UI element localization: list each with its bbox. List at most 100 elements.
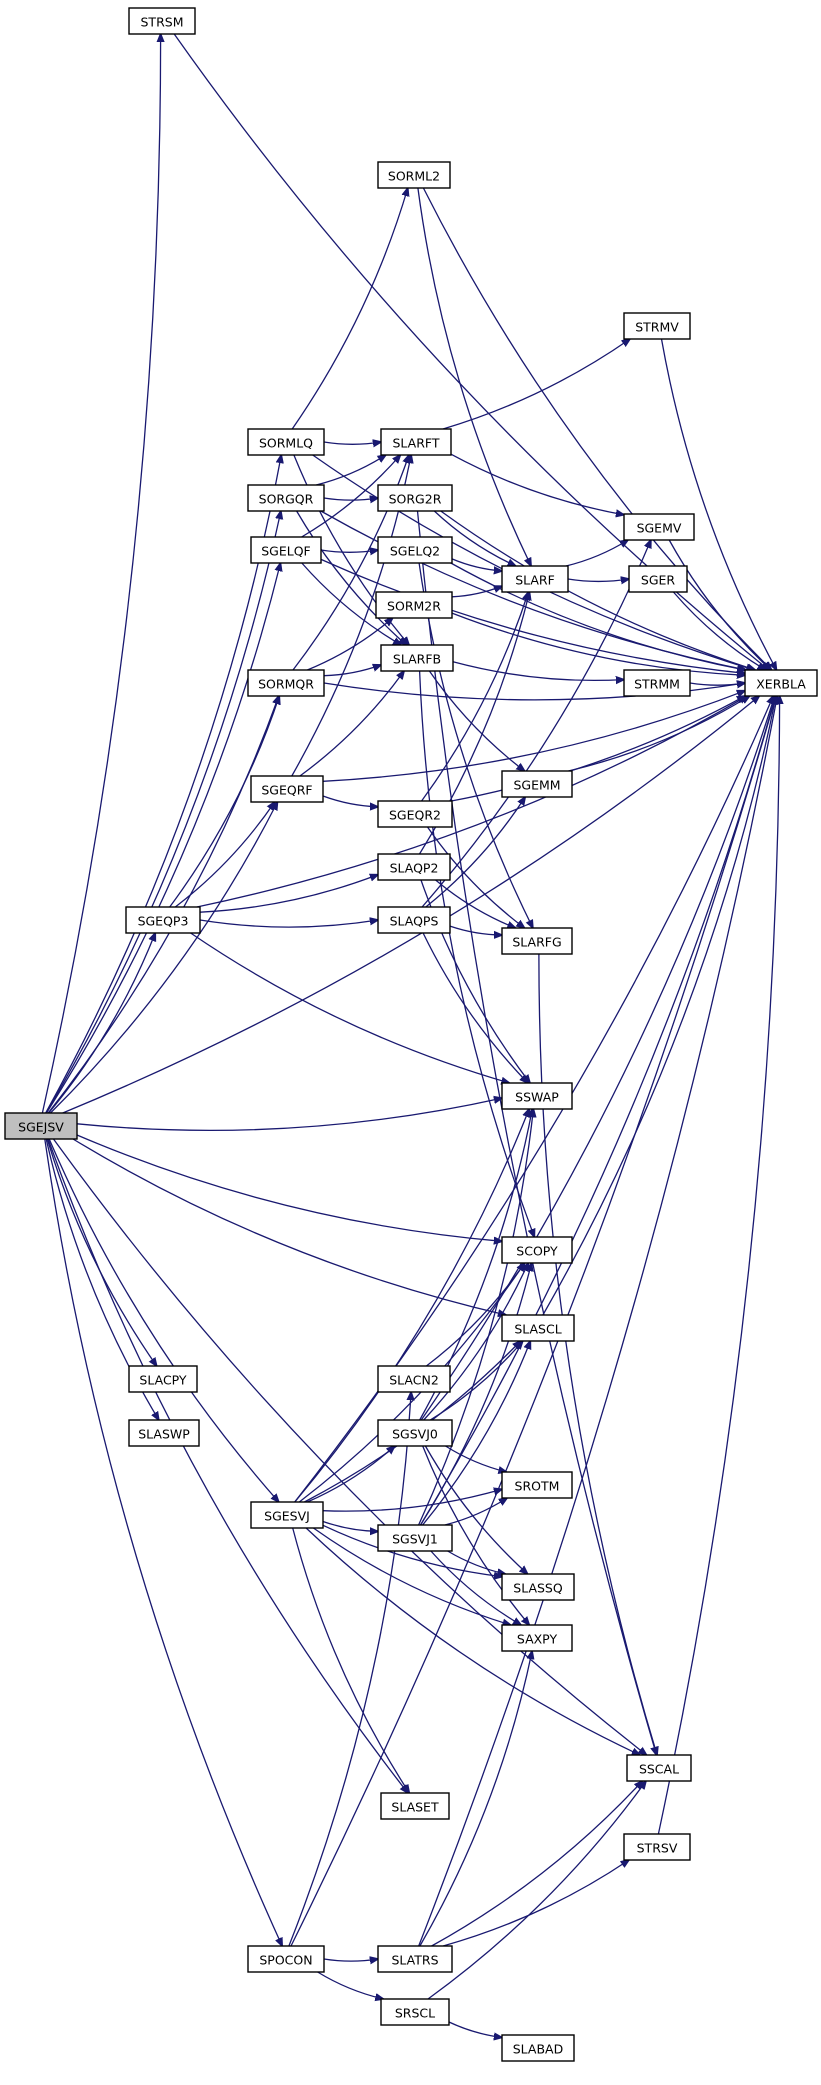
node-strmm[interactable]: STRMM bbox=[623, 669, 691, 697]
node-sscal-label: SSCAL bbox=[639, 1762, 679, 1777]
edge-slaqps-to-slarfg bbox=[449, 925, 502, 935]
node-sgelqf[interactable]: SGELQF bbox=[250, 536, 322, 564]
node-sormqr[interactable]: SORMQR bbox=[247, 669, 325, 697]
node-slarft[interactable]: SLARFT bbox=[380, 428, 452, 456]
node-sger[interactable]: SGER bbox=[628, 565, 688, 593]
node-sorml2-box bbox=[377, 161, 451, 189]
node-spocon-box bbox=[247, 1945, 325, 1973]
node-sgsvj1[interactable]: SGSVJ1 bbox=[377, 1524, 453, 1552]
node-sormqr-label: SORMQR bbox=[258, 677, 314, 692]
node-sormlq-label: SORMLQ bbox=[259, 436, 313, 451]
node-slaswp-label: SLASWP bbox=[138, 1427, 190, 1442]
node-strsm-label: STRSM bbox=[141, 15, 184, 30]
node-slacpy-label: SLACPY bbox=[139, 1373, 187, 1388]
node-slassq[interactable]: SLASSQ bbox=[501, 1573, 575, 1601]
node-slabad-box bbox=[501, 2034, 575, 2062]
node-sgsvj0[interactable]: SGSVJ0 bbox=[377, 1419, 453, 1447]
edge-sgesvj-to-srotm bbox=[322, 1489, 502, 1512]
edge-sgeqr2-to-xerbla bbox=[451, 696, 745, 802]
edge-spocon-to-srscl bbox=[317, 1971, 384, 1999]
edge-sorgqr-to-slarft bbox=[316, 455, 386, 486]
edge-sgejsv-to-sorgqr bbox=[45, 511, 281, 1114]
edge-sgeqrf-to-xerbla bbox=[322, 691, 745, 782]
edge-sgelqf-to-slarft bbox=[301, 455, 401, 538]
node-strsv[interactable]: STRSV bbox=[623, 1833, 691, 1861]
node-slaqp2-label: SLAQP2 bbox=[390, 861, 439, 876]
node-sormlq-box bbox=[247, 428, 325, 456]
node-sgejsv[interactable]: SGEJSV bbox=[4, 1112, 78, 1140]
node-srotm[interactable]: SROTM bbox=[501, 1471, 573, 1499]
node-sorml2-label: SORML2 bbox=[388, 169, 440, 184]
node-sgelq2[interactable]: SGELQ2 bbox=[377, 536, 453, 564]
edge-sgeqp3-to-sgeqrf bbox=[174, 802, 274, 908]
node-slacn2[interactable]: SLACN2 bbox=[377, 1365, 451, 1393]
edges-layer bbox=[41, 34, 779, 2038]
edge-slatrs-to-strsv bbox=[442, 1860, 629, 1947]
node-sgemv[interactable]: SGEMV bbox=[623, 513, 695, 541]
node-strmv-label: STRMV bbox=[635, 320, 679, 335]
node-srscl[interactable]: SRSCL bbox=[380, 1998, 450, 2026]
node-sorg2r-box bbox=[377, 484, 453, 512]
node-sgejsv-label: SGEJSV bbox=[18, 1120, 64, 1135]
node-slaset[interactable]: SLASET bbox=[380, 1792, 450, 1820]
edge-spocon-to-slacn2 bbox=[288, 1392, 411, 1947]
edge-sgsvj0-to-slassq bbox=[424, 1445, 527, 1574]
node-slaqp2-box bbox=[377, 853, 451, 881]
node-strmv[interactable]: STRMV bbox=[623, 312, 691, 340]
node-slarfb[interactable]: SLARFB bbox=[380, 644, 454, 672]
node-sgemv-box bbox=[623, 513, 695, 541]
node-sgesvj[interactable]: SGESVJ bbox=[250, 1501, 324, 1529]
edge-slarft-to-strmv bbox=[442, 339, 630, 430]
node-sgesvj-label: SGESVJ bbox=[264, 1509, 310, 1524]
edge-sormqr-to-sorm2r bbox=[307, 618, 392, 671]
node-strsm[interactable]: STRSM bbox=[128, 7, 196, 35]
node-sormlq[interactable]: SORMLQ bbox=[247, 428, 325, 456]
node-slarf[interactable]: SLARF bbox=[501, 565, 569, 593]
node-sorgqr-box bbox=[247, 484, 325, 512]
node-sswap[interactable]: SSWAP bbox=[501, 1082, 573, 1110]
edge-sorg2r-to-sscal bbox=[416, 510, 657, 1755]
edge-sgejsv-to-slaset bbox=[47, 1138, 408, 1793]
node-scopy[interactable]: SCOPY bbox=[501, 1236, 573, 1264]
node-sgeqp3[interactable]: SGEQP3 bbox=[125, 906, 201, 934]
node-strsv-label: STRSV bbox=[637, 1841, 678, 1856]
node-sorml2[interactable]: SORML2 bbox=[377, 161, 451, 189]
edge-sgesvj-to-slaset bbox=[292, 1527, 410, 1793]
node-sscal-box bbox=[626, 1754, 692, 1782]
edge-sormqr-to-slarft bbox=[292, 455, 409, 671]
edge-sgeqp3-to-slaqp2 bbox=[199, 875, 378, 913]
edge-sgesvj-to-sgsvj1 bbox=[322, 1520, 378, 1532]
node-strmv-box bbox=[623, 312, 691, 340]
node-sgeqr2-box bbox=[377, 800, 453, 828]
edge-sorml2-to-slarf bbox=[417, 187, 531, 566]
node-slacpy[interactable]: SLACPY bbox=[128, 1365, 198, 1393]
edge-sgsvj1-to-slassq bbox=[447, 1550, 506, 1574]
node-sorm2r[interactable]: SORM2R bbox=[375, 591, 453, 619]
node-sorgqr[interactable]: SORGQR bbox=[247, 484, 325, 512]
node-sscal[interactable]: SSCAL bbox=[626, 1754, 692, 1782]
node-slarfg-box bbox=[501, 927, 573, 955]
node-slaswp[interactable]: SLASWP bbox=[128, 1419, 200, 1447]
node-sgeqr2[interactable]: SGEQR2 bbox=[377, 800, 453, 828]
node-xerbla[interactable]: XERBLA bbox=[744, 669, 818, 697]
edge-sgejsv-to-sswap bbox=[76, 1098, 502, 1132]
node-sgeqrf-label: SGEQRF bbox=[261, 783, 312, 798]
node-slabad[interactable]: SLABAD bbox=[501, 2034, 575, 2062]
node-spocon[interactable]: SPOCON bbox=[247, 1945, 325, 1973]
node-slacn2-label: SLACN2 bbox=[389, 1373, 439, 1388]
node-sgemm[interactable]: SGEMM bbox=[501, 770, 573, 798]
node-slaqps[interactable]: SLAQPS bbox=[377, 906, 451, 934]
edge-sgejsv-to-sormqr bbox=[47, 696, 279, 1114]
node-sorg2r[interactable]: SORG2R bbox=[377, 484, 453, 512]
node-slarfg[interactable]: SLARFG bbox=[501, 927, 573, 955]
edge-sgemv-to-xerbla bbox=[668, 539, 771, 670]
node-slaqp2[interactable]: SLAQP2 bbox=[377, 853, 451, 881]
node-saxpy[interactable]: SAXPY bbox=[501, 1624, 573, 1652]
node-sgelqf-label: SGELQF bbox=[261, 544, 311, 559]
node-sgeqrf[interactable]: SGEQRF bbox=[250, 775, 324, 803]
node-slascl[interactable]: SLASCL bbox=[501, 1314, 575, 1342]
node-spocon-label: SPOCON bbox=[259, 1953, 312, 1968]
node-slatrs[interactable]: SLATRS bbox=[377, 1945, 453, 1973]
node-sgeqp3-box bbox=[125, 906, 201, 934]
